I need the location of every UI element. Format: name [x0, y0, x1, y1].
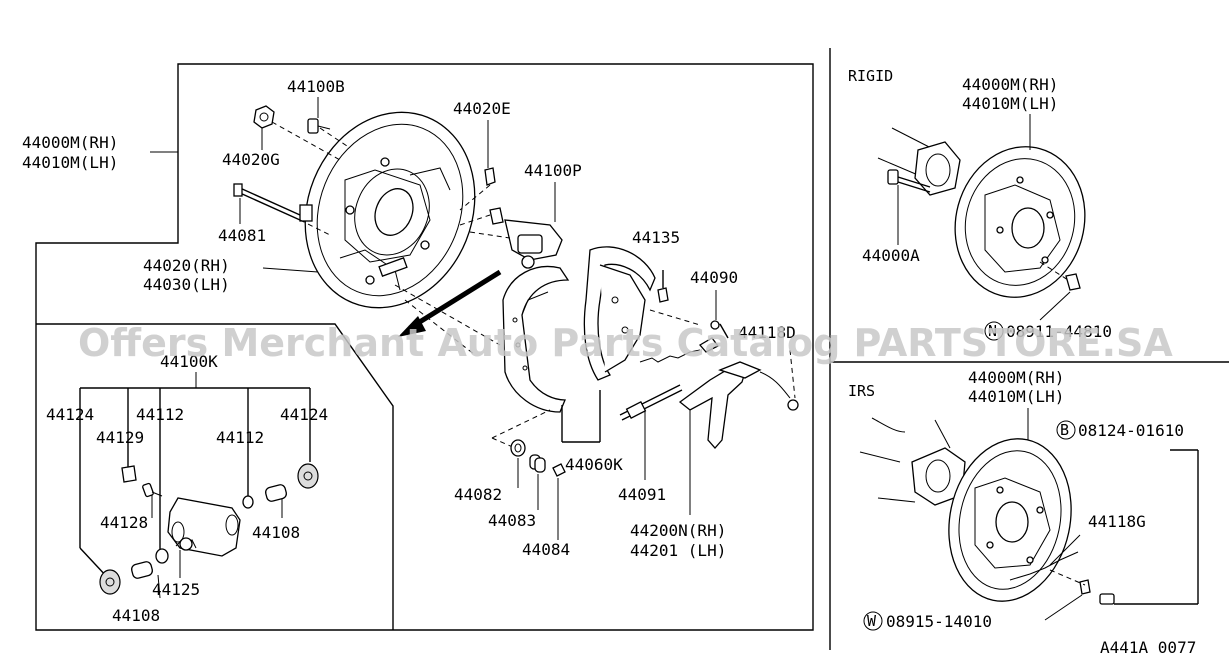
irs-assembly-rh: 44000M(RH): [968, 368, 1064, 387]
label-44200n-rh: 44200N(RH): [630, 521, 726, 540]
label-44091: 44091: [618, 485, 666, 504]
drawing-code: A441A 0077: [1100, 638, 1196, 657]
label-44125: 44125: [152, 580, 200, 599]
label-44084: 44084: [522, 540, 570, 559]
label-44108-right: 44108: [252, 523, 300, 542]
rigid-assembly-lh: 44010M(LH): [962, 94, 1058, 113]
irs-title: IRS: [848, 382, 875, 400]
label-44030-lh: 44030(LH): [143, 275, 230, 294]
backing-plate-illustration: [299, 111, 476, 309]
pins-and-washers-illustration: [491, 409, 566, 540]
rigid-axle-illustration: [877, 127, 1086, 321]
irs-spring-44118g: 44118G: [1088, 512, 1146, 531]
label-44100b: 44100B: [287, 77, 345, 96]
label-44100p: 44100P: [524, 161, 582, 180]
main-labels: 44000M(RH) 44010M(LH) 44100B 44020E 4402…: [22, 77, 796, 560]
rigid-nut-symbol: N: [988, 322, 997, 340]
label-44020-rh: 44020(RH): [143, 256, 230, 275]
fasteners-illustration: [233, 105, 496, 236]
label-44081: 44081: [218, 226, 266, 245]
cylinder-kit-labels: 44100K 44124 44129 44112 44112 44124 441…: [46, 352, 328, 625]
irs-assembly-lh: 44010M(LH): [968, 387, 1064, 406]
wheel-cylinder-illustration: [459, 207, 563, 269]
rigid-bolt-44000a: 44000A: [862, 246, 920, 265]
direction-arrow: [394, 269, 502, 356]
label-assembly-lh: 44010M(LH): [22, 153, 118, 172]
label-44083: 44083: [488, 511, 536, 530]
label-44135: 44135: [632, 228, 680, 247]
irs-bolt-symbol: B: [1060, 421, 1069, 439]
label-44020g: 44020G: [222, 150, 280, 169]
rigid-nut-part: 08911-44810: [1006, 322, 1112, 341]
label-assembly-rh: 44000M(RH): [22, 133, 118, 152]
label-44124-right: 44124: [280, 405, 328, 424]
symbol-circles: [863, 321, 1076, 631]
rigid-assembly-rh: 44000M(RH): [962, 75, 1058, 94]
label-44100k: 44100K: [160, 352, 218, 371]
label-44201-lh: 44201 (LH): [630, 541, 726, 560]
irs-washer-symbol: W: [867, 612, 877, 630]
label-44108-bottom: 44108: [112, 606, 160, 625]
cylinder-kit-bracket: [79, 387, 311, 599]
label-44112-left: 44112: [136, 405, 184, 424]
brake-shoes-illustration: [502, 246, 656, 443]
label-44124-left: 44124: [46, 405, 94, 424]
label-44082: 44082: [454, 485, 502, 504]
irs-bolt-part: 08124-01610: [1078, 421, 1184, 440]
cylinder-kit-parts-illustration: [99, 463, 319, 595]
springs-and-adjuster-illustration: [619, 270, 799, 515]
irs-axle-illustration: [859, 417, 1199, 621]
watermark-text: Offers Merchant Auto Parts Catalog PARTS…: [78, 321, 1173, 365]
irs-washer-part: 08915-14010: [886, 612, 992, 631]
label-44060k: 44060K: [565, 455, 623, 474]
irs-labels: IRS 44000M(RH) 44010M(LH) B 08124-01610 …: [848, 368, 1184, 631]
label-44020e: 44020E: [453, 99, 511, 118]
rigid-title: RIGID: [848, 67, 893, 85]
main-frame: [35, 48, 1229, 650]
label-44118d: 44118D: [738, 323, 796, 342]
rigid-labels: RIGID 44000M(RH) 44010M(LH) 44000A N 089…: [848, 67, 1112, 341]
label-44090: 44090: [690, 268, 738, 287]
label-44112-right: 44112: [216, 428, 264, 447]
label-44128: 44128: [100, 513, 148, 532]
label-44129: 44129: [96, 428, 144, 447]
